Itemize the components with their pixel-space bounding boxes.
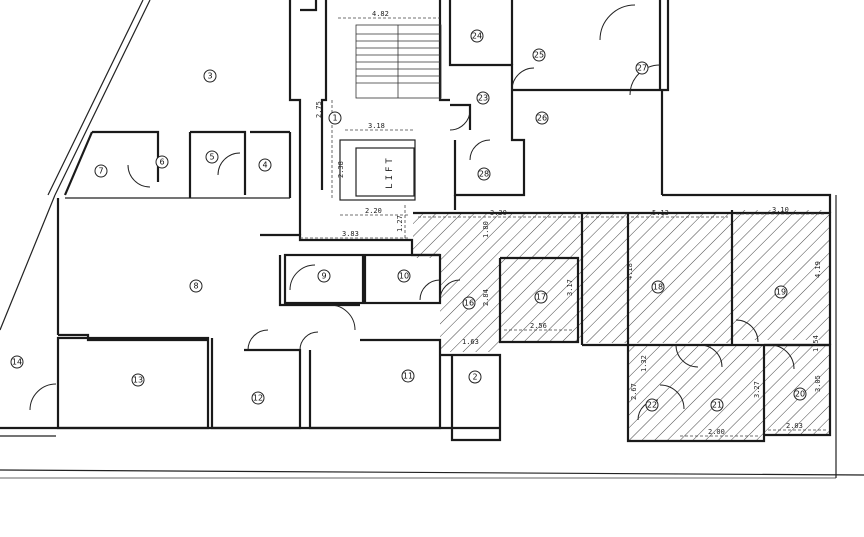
dimension-label: 2.67 xyxy=(630,383,638,400)
room-number-5: 5 xyxy=(209,153,214,162)
dimension-label: 3.18 xyxy=(368,122,385,130)
dimension-label: 2.75 xyxy=(315,101,323,118)
room-number-24: 24 xyxy=(472,32,482,41)
dimension-label: 2.56 xyxy=(530,322,547,330)
hatched-area-16-18 xyxy=(413,213,582,352)
room-number-8: 8 xyxy=(193,282,198,291)
dimension-label: 4.18 xyxy=(626,263,634,280)
dimension-label: 1.63 xyxy=(462,338,479,346)
room-number-7: 7 xyxy=(98,167,103,176)
room-number-27: 27 xyxy=(637,64,647,73)
dimension-label: 2.38 xyxy=(337,161,345,178)
site-lines xyxy=(0,0,864,479)
dimension-label: 2.00 xyxy=(708,428,725,436)
room-number-23: 23 xyxy=(478,94,488,103)
dimension-label: 4.82 xyxy=(372,10,389,18)
room-number-6: 6 xyxy=(159,158,164,167)
room-number-1: 1 xyxy=(332,114,337,123)
room-number-2: 2 xyxy=(472,373,477,382)
room-number-25: 25 xyxy=(534,51,544,60)
hatched-area-21-22 xyxy=(628,345,764,441)
room-number-16: 16 xyxy=(464,299,474,308)
hatched-area-18 xyxy=(582,213,732,343)
dimension-label: 2.20 xyxy=(365,207,382,215)
dimension-label: 3.83 xyxy=(342,230,359,238)
dimension-label: 1.27 xyxy=(396,215,404,232)
room-number-12: 12 xyxy=(253,394,263,403)
dimension-label: 3.30 xyxy=(490,209,507,217)
room-number-21: 21 xyxy=(712,401,722,410)
dimension-label: 3.27 xyxy=(753,381,761,398)
dimension-label: 1.32 xyxy=(640,355,648,372)
room-number-28: 28 xyxy=(479,170,489,179)
lift-label: LIFT xyxy=(385,155,395,189)
dimension-label: 5.13 xyxy=(652,209,669,217)
door-swings xyxy=(29,4,795,421)
room-number-22: 22 xyxy=(647,401,657,410)
dimension-lines xyxy=(300,17,826,437)
room-markers: 1 2 3 4 5 6 7 8 9 10 11 12 13 14 16 17 1… xyxy=(10,29,807,412)
hatched-area-19 xyxy=(732,210,830,340)
room-number-13: 13 xyxy=(133,376,143,385)
staircase xyxy=(355,24,442,99)
room-number-20: 20 xyxy=(795,390,805,399)
room-number-17: 17 xyxy=(536,293,546,302)
dimension-labels: 4.82 2.75 3.18 2.38 2.20 3.83 1.27 3.30 … xyxy=(315,10,822,436)
room-number-4: 4 xyxy=(262,161,267,170)
room-number-19: 19 xyxy=(776,288,786,297)
hatched-areas xyxy=(413,210,830,441)
dimension-label: 1.80 xyxy=(482,221,490,238)
dimension-label: 3.10 xyxy=(772,206,789,214)
dimension-label: 3.05 xyxy=(814,375,822,392)
dimension-label: 2.03 xyxy=(786,422,803,430)
room-number-18: 18 xyxy=(653,283,663,292)
dimension-label: 4.19 xyxy=(814,261,822,278)
room-number-10: 10 xyxy=(399,272,409,281)
dimension-label: 1.54 xyxy=(812,335,820,352)
room-number-14: 14 xyxy=(12,358,22,367)
room-number-3: 3 xyxy=(207,72,212,81)
room-number-9: 9 xyxy=(321,272,326,281)
dimension-label: 2.84 xyxy=(482,289,490,306)
room-number-11: 11 xyxy=(403,372,413,381)
dimension-label: 3.17 xyxy=(566,279,574,296)
room-number-26: 26 xyxy=(537,114,547,123)
